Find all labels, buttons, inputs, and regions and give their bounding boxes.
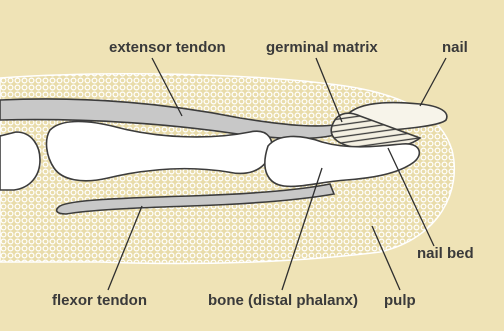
label-bone: bone (distal phalanx): [208, 292, 358, 309]
label-extensor-tendon: extensor tendon: [109, 39, 226, 56]
nail-leader: [420, 58, 446, 106]
label-nail-bed: nail bed: [417, 245, 474, 262]
label-germinal-matrix: germinal matrix: [266, 39, 378, 56]
label-flexor-tendon: flexor tendon: [52, 292, 147, 309]
label-pulp: pulp: [384, 292, 416, 309]
label-nail: nail: [442, 39, 468, 56]
